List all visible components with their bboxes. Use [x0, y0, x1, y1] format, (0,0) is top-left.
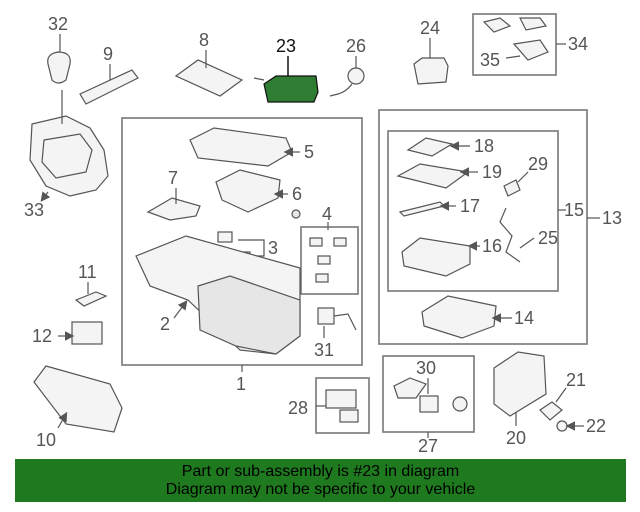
callout-13: 13	[602, 208, 622, 228]
part-28-switch-b	[339, 409, 359, 423]
part-9-trim-strip[interactable]	[79, 69, 139, 105]
part-4-pad-d[interactable]	[315, 273, 329, 283]
callout-3: 3	[268, 238, 278, 258]
part-14-shift-bezel[interactable]	[421, 295, 497, 339]
part-4-pad-b[interactable]	[333, 237, 347, 247]
callout-19: 19	[482, 162, 502, 182]
part-12-panel[interactable]	[71, 321, 103, 345]
callout-32: 32	[48, 14, 68, 34]
part-31-connector[interactable]	[317, 307, 335, 325]
leader-21	[555, 387, 567, 403]
callout-29: 29	[528, 154, 548, 174]
info-banner: Part or sub-assembly is #23 in diagram D…	[15, 459, 626, 502]
leader-35	[505, 55, 521, 59]
part-30-switch[interactable]	[419, 395, 439, 413]
callout-5: 5	[304, 142, 314, 162]
callout-25: 25	[538, 228, 558, 248]
part-34-bracket[interactable]	[482, 17, 512, 33]
part-10-side-panel[interactable]	[33, 365, 123, 433]
callout-31: 31	[314, 340, 334, 360]
part-29-socket[interactable]	[503, 179, 521, 197]
leader-10	[57, 411, 68, 429]
callout-28: 28	[288, 398, 308, 418]
part-11-trim[interactable]	[74, 291, 108, 307]
callout-21: 21	[566, 370, 586, 390]
part-21-bracket[interactable]	[539, 401, 563, 421]
callout-24: 24	[420, 18, 440, 38]
banner-line-2: Diagram may not be specific to your vehi…	[165, 480, 476, 498]
screw-icon	[291, 209, 301, 219]
callout-22: 22	[586, 416, 606, 436]
leader-25	[519, 237, 535, 249]
callout-2: 2	[160, 314, 170, 334]
group-box-15	[387, 130, 559, 292]
part-7-bracket[interactable]	[146, 197, 201, 221]
part-26-wire	[329, 83, 353, 97]
part-34-clip	[519, 17, 548, 31]
part-5-armrest-lid[interactable]	[189, 127, 293, 167]
callout-12: 12	[32, 326, 52, 346]
part-30-bracket[interactable]	[393, 377, 427, 399]
part-2-console-front	[197, 275, 301, 355]
banner-line-1: Part or sub-assembly is #23 in diagram	[181, 462, 460, 480]
callout-26: 26	[346, 36, 366, 56]
part-31-wire	[333, 313, 357, 331]
part-17-strip[interactable]	[398, 201, 446, 217]
parts-diagram: 32 33 9 8 23 26 24 35 34 5 6 7 3	[24, 13, 622, 456]
part-32-shift-knob[interactable]	[47, 51, 71, 84]
part-18-mat[interactable]	[406, 137, 454, 157]
leader-2	[173, 300, 188, 319]
callout-15: 15	[564, 200, 584, 220]
part-25-harness[interactable]	[499, 207, 521, 263]
part-23-cable	[253, 77, 265, 81]
callout-10: 10	[36, 430, 56, 450]
part-8-mat[interactable]	[174, 59, 244, 97]
part-20-side-panel[interactable]	[493, 351, 547, 417]
part-3-clip-a[interactable]	[217, 231, 233, 243]
callout-7: 7	[168, 168, 178, 188]
callout-30: 30	[416, 358, 436, 378]
part-6-hinge[interactable]	[215, 169, 281, 213]
part-24-cup-holder[interactable]	[413, 57, 449, 85]
callout-34: 34	[568, 34, 588, 54]
part-23-highlighted[interactable]	[263, 75, 319, 103]
callout-27: 27	[418, 436, 438, 456]
leader-29	[517, 171, 529, 183]
part-35-bracket[interactable]	[512, 39, 549, 61]
callout-18: 18	[474, 136, 494, 156]
callout-9: 9	[103, 44, 113, 64]
callout-33: 33	[24, 200, 44, 220]
part-33-shift-lever-assembly[interactable]	[29, 115, 109, 197]
callout-23: 23	[276, 36, 296, 56]
part-28-switch[interactable]	[325, 389, 357, 409]
part-16-panel[interactable]	[401, 237, 471, 277]
part-26-socket[interactable]	[347, 67, 365, 85]
part-4-pad-c[interactable]	[317, 255, 331, 265]
callout-6: 6	[292, 184, 302, 204]
leader-33	[40, 191, 51, 202]
callout-8: 8	[199, 30, 209, 50]
callout-17: 17	[460, 196, 480, 216]
callout-4: 4	[322, 204, 332, 224]
group-box-4	[300, 226, 359, 295]
part-27-socket[interactable]	[452, 396, 468, 412]
callout-11: 11	[78, 262, 97, 282]
callout-35: 35	[480, 50, 500, 70]
callout-14: 14	[514, 308, 534, 328]
part-19-tray[interactable]	[396, 163, 470, 189]
part-4-pad-a[interactable]	[309, 237, 323, 247]
callout-20: 20	[506, 428, 526, 448]
part-22-clip[interactable]	[556, 420, 568, 432]
part-33-detail	[41, 133, 93, 179]
callout-16: 16	[482, 236, 502, 256]
callout-1: 1	[236, 374, 246, 394]
group-box-13	[378, 109, 588, 345]
